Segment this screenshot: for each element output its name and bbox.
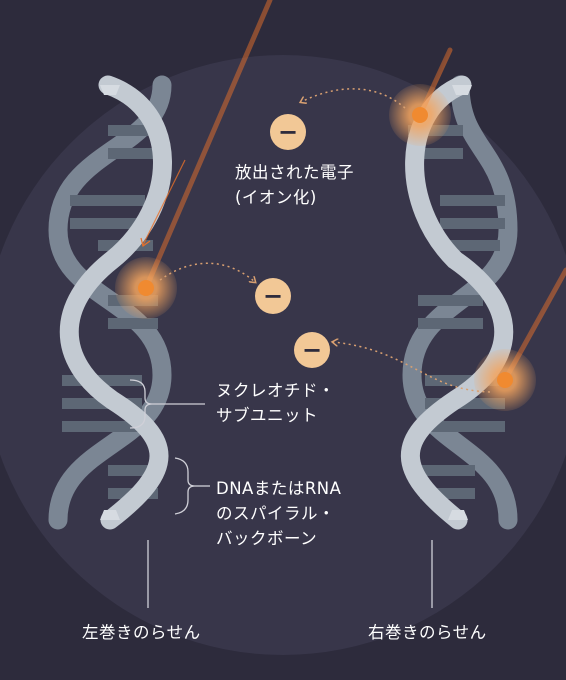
callout-lines (129, 379, 433, 608)
electron-label-line-2: (イオン化) (235, 188, 317, 207)
nucleotide-label-line-2: サブユニット (216, 406, 318, 425)
ray-left (143, 0, 273, 291)
electrons: − − − (255, 114, 330, 368)
right-helix-label: 右巻きのらせん (368, 623, 487, 642)
electron-path-left (159, 262, 255, 282)
left-helix-front-strand (59, 75, 172, 530)
impact-points (115, 84, 536, 411)
backbone-label-line-3: バックボーン (216, 529, 318, 548)
right-helix-back-strand (402, 75, 518, 530)
electron-path-top (301, 88, 406, 109)
impact-dot-top-right (412, 107, 428, 123)
electron-2-symbol: − (263, 282, 283, 310)
electron-path-right (333, 342, 491, 393)
electron-label: 放出された電子 (イオン化) (235, 160, 354, 210)
left-helix-label: 左巻きのらせん (82, 623, 201, 642)
electron-1: − (270, 114, 306, 150)
electron-paths (159, 88, 491, 393)
ray-left-thin (142, 159, 186, 246)
electron-1-symbol: − (278, 118, 298, 146)
nucleotide-label: ヌクレオチド・ サブユニット (216, 378, 335, 428)
impact-dot-right (497, 372, 513, 388)
right-helix (400, 75, 518, 530)
electron-label-line-1: 放出された電子 (235, 163, 354, 182)
backbone-label-line-1: DNAまたはRNA (216, 479, 342, 498)
backbone-label: DNAまたはRNA のスパイラル・ バックボーン (216, 476, 341, 551)
electron-3: − (294, 332, 330, 368)
right-helix-front-strand (400, 75, 514, 530)
impact-dot-left (138, 280, 154, 296)
electron-3-symbol: − (302, 336, 322, 364)
electron-2: − (255, 278, 291, 314)
nucleotide-label-line-1: ヌクレオチド・ (216, 381, 335, 400)
backbone-label-line-2: のスパイラル・ (216, 504, 335, 523)
